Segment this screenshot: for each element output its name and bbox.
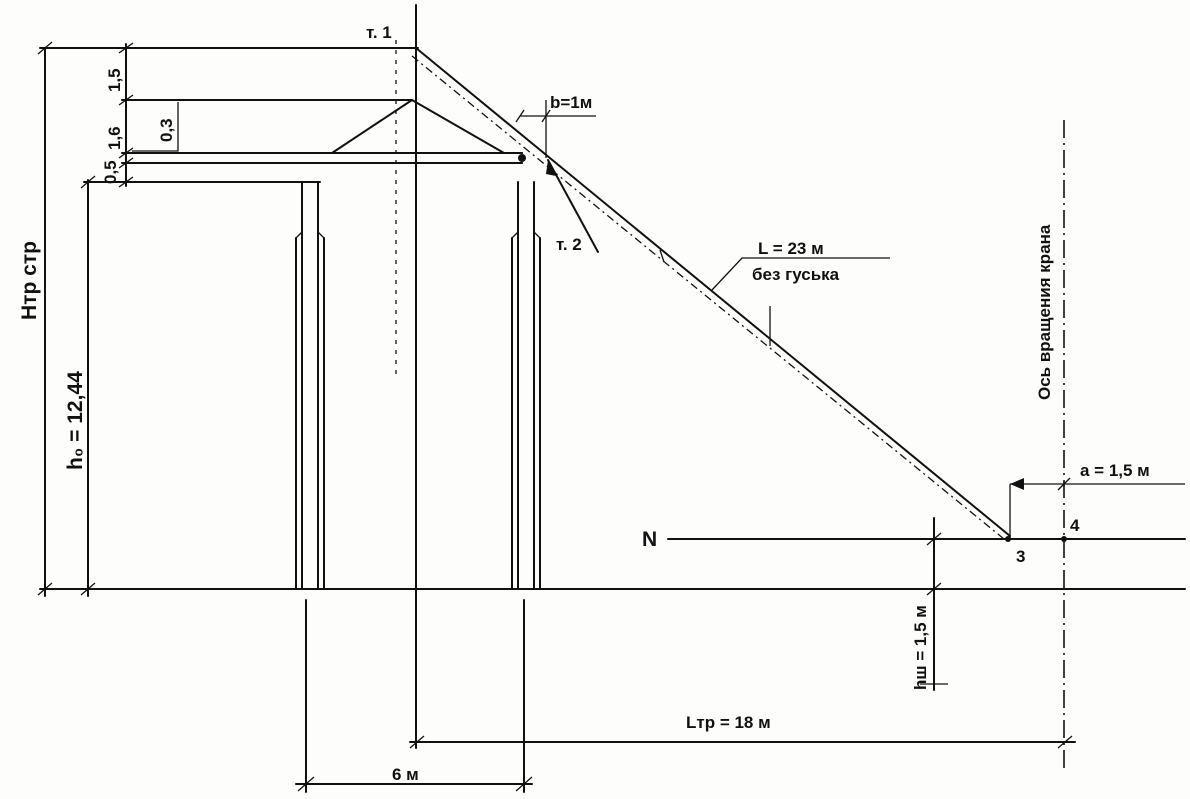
- boom-length-label: L = 23 м: [758, 239, 824, 258]
- boom-length-leader: [711, 257, 890, 291]
- boom-note-label: без гуська: [752, 265, 840, 284]
- gap-b-label: b=1м: [550, 93, 592, 112]
- point4-label: 4: [1070, 516, 1080, 535]
- roof-truss: [305, 99, 526, 164]
- left-column: [295, 181, 325, 590]
- point2-leader: [547, 159, 599, 253]
- required-reach-dimension: [409, 735, 1076, 749]
- right-column: [511, 181, 541, 590]
- crane-axis-label: Ось вращения крана: [1035, 224, 1054, 400]
- crane-boom: [411, 47, 1011, 540]
- tick: [80, 582, 96, 596]
- point2-arrow: [546, 160, 556, 176]
- height-h0-label: h₀ = 12,44: [64, 371, 87, 470]
- offset-a-label: a = 1,5 м: [1080, 461, 1150, 480]
- dim-15-label: 1,5: [105, 68, 124, 92]
- point3-marker: [1005, 536, 1011, 542]
- level-n-label: N: [642, 528, 657, 551]
- dim-05-label: 0,5: [101, 160, 120, 184]
- required-height-label: Hтр стр: [18, 241, 41, 320]
- point3-label: 3: [1016, 547, 1025, 566]
- leader-03: [132, 102, 179, 152]
- height-hsh-dimension: [920, 517, 948, 691]
- height-hsh-label: hш = 1,5 м: [911, 605, 930, 690]
- gap-b-dimension: [515, 100, 596, 158]
- required-reach-label: Lтр = 18 м: [686, 713, 771, 732]
- point4-marker: [1061, 536, 1067, 542]
- tick: [37, 582, 53, 596]
- span-dimension: [295, 599, 533, 793]
- point1-label: т. 1: [366, 23, 392, 42]
- dim-16-label: 1,6: [105, 126, 124, 150]
- point2-label: т. 2: [556, 235, 582, 254]
- dim-03-label: 0,3: [157, 118, 176, 142]
- span-label: 6 м: [392, 765, 419, 784]
- offset-a-dimension: [1009, 477, 1185, 540]
